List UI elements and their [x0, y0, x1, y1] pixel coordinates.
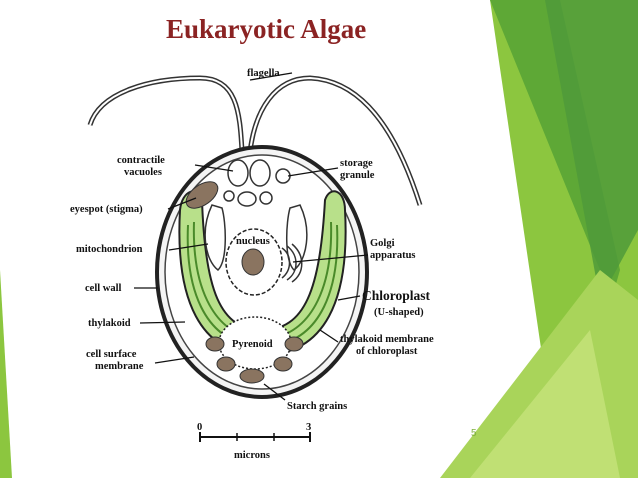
- leader-contractile: [194, 164, 234, 172]
- label-cell-surface-2: membrane: [95, 361, 144, 372]
- starch-grains: [205, 336, 304, 384]
- scale-unit: microns: [234, 450, 270, 461]
- label-thylakoid-membrane-1: thylakoid membrane: [340, 334, 434, 345]
- label-thylakoid: thylakoid: [88, 318, 131, 329]
- eyespot: [185, 181, 219, 209]
- small-vacuole-3: [259, 191, 273, 205]
- label-u-shaped: (U-shaped): [374, 307, 424, 318]
- leader-eyespot: [167, 197, 197, 210]
- starch-grain-4: [273, 356, 293, 372]
- label-thylakoid-membrane-2: of chloroplast: [356, 346, 418, 357]
- leader-starch: [263, 383, 286, 401]
- scale-end: 3: [306, 422, 311, 433]
- storage-granule: [275, 168, 291, 184]
- label-cell-surface-1: cell surface: [86, 349, 137, 360]
- label-eyespot: eyespot (stigma): [70, 204, 143, 215]
- leader-mitochondrion: [168, 243, 209, 251]
- golgi-cisterna-1: [281, 247, 291, 279]
- label-mitochondrion: mitochondrion: [76, 244, 143, 255]
- flagellum-left: [87, 75, 245, 153]
- small-vacuole-2: [237, 191, 257, 207]
- mitochondrion-left: [204, 204, 227, 271]
- leader-thyl-mem: [319, 329, 339, 343]
- starch-grain-1: [205, 336, 225, 352]
- label-flagella: flagella: [247, 68, 280, 79]
- label-golgi-1: Golgi: [370, 238, 395, 249]
- label-golgi-2: apparatus: [370, 250, 416, 261]
- scale-bar: 0 3 microns: [197, 422, 311, 461]
- label-starch-grains: Starch grains: [287, 401, 347, 412]
- nucleolus: [241, 248, 265, 276]
- leader-golgi: [292, 254, 369, 263]
- golgi-cisterna-3: [291, 243, 303, 283]
- leader-thylakoid: [139, 321, 186, 324]
- label-pyrenoid: Pyrenoid: [232, 339, 273, 350]
- deco-shape-top: [545, 0, 638, 300]
- label-nucleus: nucleus: [236, 236, 270, 247]
- golgi-cisterna-2: [286, 245, 297, 281]
- mitochondria: [204, 204, 308, 271]
- starch-grain-5: [284, 336, 304, 352]
- leader-flagella: [249, 72, 293, 81]
- flagellum-right-core: [249, 76, 421, 206]
- contractile-vacuole-2: [249, 159, 271, 187]
- golgi-apparatus: [281, 243, 303, 283]
- leader-storage: [287, 167, 339, 177]
- label-contractile-1: contractile: [117, 155, 165, 166]
- starch-grain-2: [216, 356, 236, 372]
- leader-lines: [134, 72, 369, 401]
- slide-title: Eukaryotic Algae: [166, 14, 367, 44]
- small-vacuole-1: [223, 190, 235, 202]
- leader-surface: [154, 356, 195, 364]
- label-cell-wall: cell wall: [85, 283, 122, 294]
- flagellum-left-core: [89, 76, 243, 153]
- contractile-vacuole-1: [227, 159, 249, 187]
- starch-grain-3: [239, 368, 265, 384]
- deco-left-sliver: [0, 270, 12, 478]
- label-contractile-2: vacuoles: [124, 167, 162, 178]
- deco-shape-light: [470, 330, 620, 478]
- vacuoles: [223, 159, 291, 207]
- label-storage-1: storage: [340, 158, 373, 169]
- label-chloroplast: Chloroplast: [362, 288, 431, 303]
- scale-start: 0: [197, 422, 202, 433]
- page-number: 5: [471, 428, 477, 439]
- leader-chloroplast: [337, 295, 361, 301]
- mitochondrion-right: [285, 204, 308, 271]
- label-storage-2: granule: [340, 170, 375, 181]
